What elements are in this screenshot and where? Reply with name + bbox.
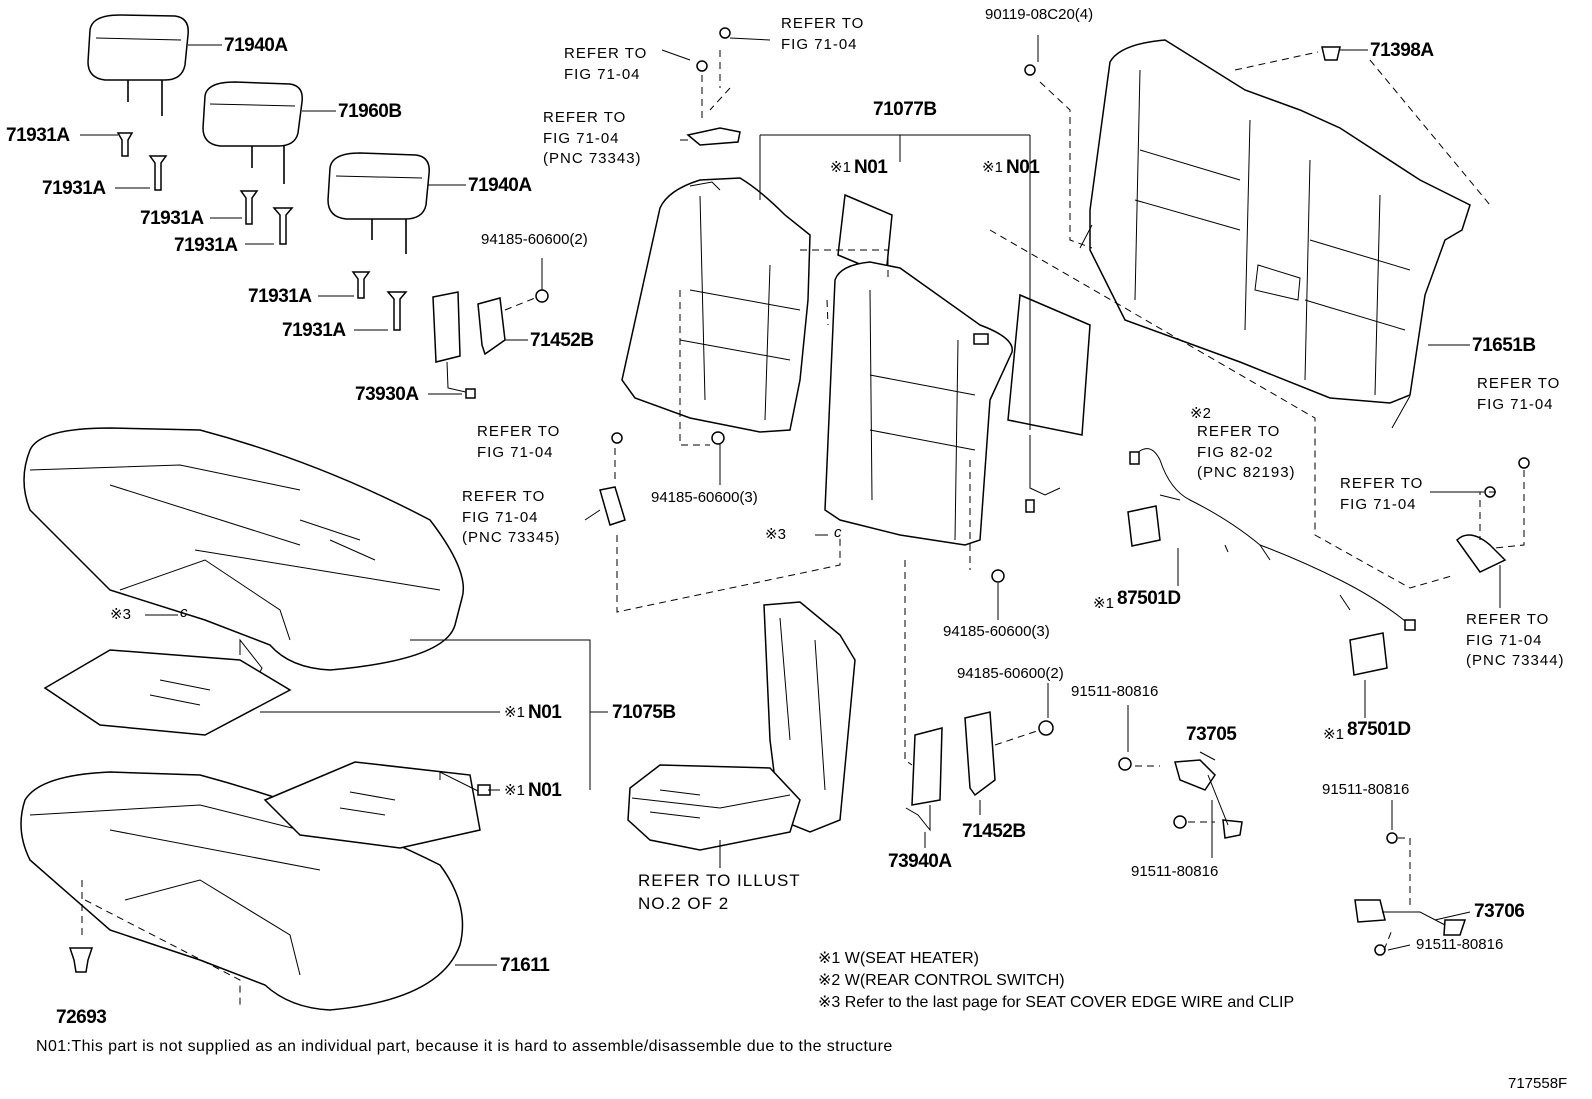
label-71398a: 71398A [1370,40,1434,61]
clip-glyph-center: c [834,524,842,541]
armrest-drawing [627,601,856,851]
mark-heater-upper: ※1 [504,704,525,721]
heater-mat-upper-drawing [43,638,292,736]
label-87501d-1: 87501D [1117,588,1181,609]
drawing-id: 717558F [1508,1075,1568,1092]
ref-pnc-73345: REFER TO FIG 71-04 (PNC 73345) [462,488,561,547]
label-87501d-2: 87501D [1347,719,1411,740]
clip-glyph-left: c [180,604,188,621]
label-73705: 73705 [1186,724,1237,745]
label-71075b: 71075B [612,702,676,723]
dashed-assembly-lines [81,50,1525,1005]
label-71931a-2: 71931A [42,178,106,199]
airbag-hinge-right-drawing [905,711,1054,832]
seatback-left-drawing [621,177,811,433]
ref-right-mid: REFER TO FIG 71-04 [1340,475,1424,513]
mark-pad-left: ※1 [830,159,851,176]
label-71651b: 71651B [1472,335,1536,356]
ref-harness: REFER TO FIG 82-02 (PNC 82193) [1197,423,1296,482]
label-n01-pad-left: N01 [854,157,888,178]
label-91511-80816-3: 91511-80816 [1322,781,1410,798]
label-71931a-3: 71931A [140,208,204,229]
mark-wire-left: ※3 [110,606,131,623]
label-71931a-5: 71931A [248,286,312,307]
ref-pnc-73343: REFER TO FIG 71-04 (PNC 73343) [543,109,642,168]
ref-illust: REFER TO ILLUST NO.2 OF 2 [638,871,801,913]
legend-item-edge-wire: ※3 Refer to the last page for SEAT COVER… [818,994,1295,1011]
legend-item-seat-heater: ※1 W(SEAT HEATER) [818,950,979,967]
label-73930a: 73930A [355,384,419,405]
label-71931a-4: 71931A [174,235,238,256]
heater-mat-lower-drawing [263,761,491,849]
label-n01-pad-right: N01 [1006,157,1040,178]
headrest-lower-drawing [327,152,430,254]
mark-pad-right: ※1 [982,159,1003,176]
label-71931a-1: 71931A [6,125,70,146]
label-94185-60600-3-center: 94185-60600(3) [651,489,758,506]
label-71931a-6: 71931A [282,320,346,341]
label-72693: 72693 [56,1007,107,1028]
label-71452b-left: 71452B [530,330,594,351]
label-91511-80816-2: 91511-80816 [1131,863,1219,880]
label-71940a-lower: 71940A [468,175,532,196]
label-n01-heater-upper: N01 [528,702,562,723]
label-71452b-right: 71452B [962,821,1026,842]
label-91511-80816-4: 91511-80816 [1416,936,1504,953]
seatback-right-drawing [824,261,1013,546]
ref-top: REFER TO FIG 71-04 [781,15,865,53]
headrest-supports-drawing [116,132,408,331]
ref-mid-left: REFER TO FIG 71-04 [477,423,561,461]
small-parts-drawing [599,27,1530,956]
ref-top-left: REFER TO FIG 71-04 [564,45,648,83]
footnote-n01: N01:This part is not supplied as an indi… [36,1038,893,1055]
label-73706: 73706 [1474,901,1525,922]
headrest-center-drawing [202,81,303,184]
label-94185-60600-2-lower: 94185-60600(2) [957,665,1064,682]
mark-harness: ※2 [1190,405,1211,422]
seat-cushion-upper-drawing [23,427,465,671]
clip-bottom-drawing [68,947,94,973]
ref-pnc-73344: REFER TO FIG 71-04 (PNC 73344) [1466,611,1565,670]
label-94185-60600-3-right: 94185-60600(3) [943,623,1050,640]
label-71077b: 71077B [873,99,937,120]
leader-lines [80,35,1501,966]
heater-pad-right-drawing [1007,293,1091,513]
harness-switch-drawing [1127,448,1416,676]
headrest-upper-drawing [87,14,189,116]
mark-wire-center: ※3 [765,526,786,543]
back-cover-drawing [1079,39,1471,429]
mark-heater-lower: ※1 [504,782,525,799]
label-73940a: 73940A [888,851,952,872]
label-94185-60600-2-upper: 94185-60600(2) [481,231,588,248]
mark-switch-1: ※1 [1093,595,1114,612]
label-71611: 71611 [500,955,550,976]
label-71960b: 71960B [338,101,402,122]
label-n01-heater-lower: N01 [528,780,562,801]
ref-right-top: REFER TO FIG 71-04 [1477,375,1561,413]
mark-switch-2: ※1 [1323,726,1344,743]
label-91511-80816-1: 91511-80816 [1071,683,1159,700]
legend: ※1 W(SEAT HEATER) ※2 W(REAR CONTROL SWIT… [818,951,1294,1011]
legend-item-rear-control-switch: ※2 W(REAR CONTROL SWITCH) [818,972,1065,989]
airbag-hinge-left-drawing [432,289,549,399]
label-71940a-upper: 71940A [224,35,288,56]
label-90119-08c20: 90119-08C20(4) [985,6,1094,23]
